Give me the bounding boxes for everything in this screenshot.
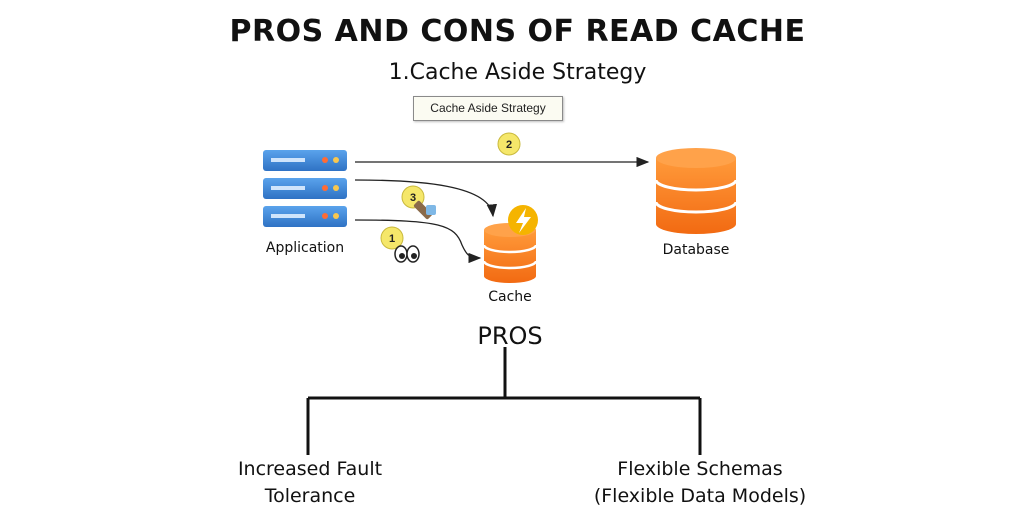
pros-item-flexible-schemas: Flexible Schemas (Flexible Data Models): [560, 456, 840, 510]
pros-item-line: Increased Fault: [237, 458, 383, 480]
arrow-cache-write: [354, 179, 498, 218]
pros-item-line: Tolerance: [264, 485, 356, 507]
step-badge-2: 2: [497, 132, 521, 156]
step-number: 1: [389, 233, 395, 245]
database-icon: [654, 148, 738, 234]
page-title: PROS AND CONS OF READ CACHE: [229, 14, 806, 49]
eyes-icon: [394, 245, 420, 263]
cache-label: Cache: [488, 289, 532, 305]
pros-tree-connector: [306, 347, 702, 455]
step-badge-1: 1: [380, 226, 404, 250]
pros-item-line: Flexible Schemas: [617, 458, 783, 480]
step-number: 2: [506, 139, 512, 151]
pros-item-line: (Flexible Data Models): [593, 485, 807, 507]
pen-icon: [413, 200, 436, 220]
application-server-icon: [263, 150, 347, 227]
lightning-icon: [508, 205, 538, 235]
database-label: Database: [662, 242, 730, 258]
strategy-label-box: Cache Aside Strategy: [413, 96, 563, 121]
application-label: Application: [265, 240, 345, 256]
step-number: 3: [410, 192, 416, 204]
pros-item-fault-tolerance: Increased Fault Tolerance: [190, 456, 430, 510]
arrow-cache-read: [354, 219, 482, 264]
page-subtitle: 1.Cache Aside Strategy: [388, 60, 647, 85]
pros-title: PROS: [477, 322, 543, 350]
